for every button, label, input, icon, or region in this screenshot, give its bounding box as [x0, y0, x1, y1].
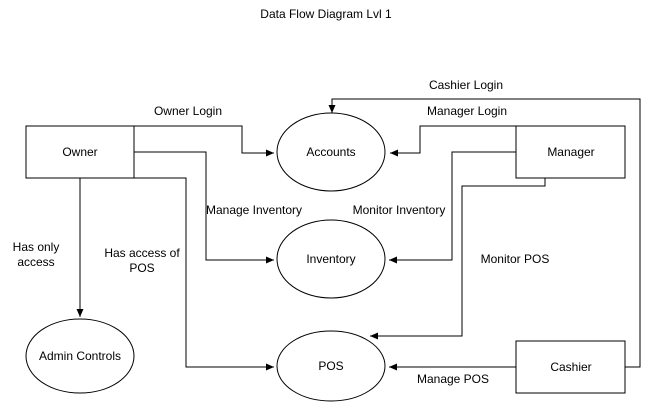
- entity-owner: Owner: [25, 125, 135, 179]
- entity-manager: Manager: [515, 125, 626, 179]
- label-has-access-of-pos-line2: POS: [129, 261, 154, 275]
- flow-manager-login: [390, 125, 516, 157]
- label-has-access-of-pos-line1: Has access of: [104, 246, 180, 260]
- label-has-only-access-line1: Has only: [13, 240, 60, 254]
- flow-monitor-inventory: [389, 151, 516, 264]
- label-has-only-access-line2: access: [17, 255, 54, 269]
- flow-has-access-of-pos: [134, 177, 274, 371]
- entity-manager-label: Manager: [547, 145, 594, 159]
- label-monitor-pos: Monitor POS: [481, 252, 550, 266]
- label-cashier-login: Cashier Login: [429, 78, 503, 92]
- flow-manage-inventory: [134, 151, 274, 264]
- diagram-title: Data Flow Diagram Lvl 1: [260, 7, 392, 21]
- label-owner-login: Owner Login: [154, 104, 222, 118]
- label-monitor-inventory: Monitor Inventory: [353, 203, 446, 217]
- process-inventory-label: Inventory: [306, 252, 355, 266]
- flow-owner-login: [134, 125, 274, 157]
- flow-monitor-pos: [370, 178, 546, 340]
- process-pos: POS: [276, 330, 386, 402]
- entity-cashier: Cashier: [515, 340, 626, 394]
- label-manager-login: Manager Login: [427, 104, 507, 118]
- process-accounts-label: Accounts: [306, 145, 355, 159]
- process-accounts: Accounts: [276, 112, 386, 192]
- entity-owner-label: Owner: [62, 145, 97, 159]
- process-pos-label: POS: [318, 359, 343, 373]
- process-admin-controls: Admin Controls: [25, 318, 135, 394]
- entity-cashier-label: Cashier: [550, 360, 591, 374]
- label-manage-inventory: Manage Inventory: [206, 203, 302, 217]
- flow-cashier-login: [328, 98, 641, 368]
- process-inventory: Inventory: [276, 219, 386, 299]
- label-manage-pos: Manage POS: [417, 372, 489, 386]
- process-admin-controls-label: Admin Controls: [39, 349, 121, 363]
